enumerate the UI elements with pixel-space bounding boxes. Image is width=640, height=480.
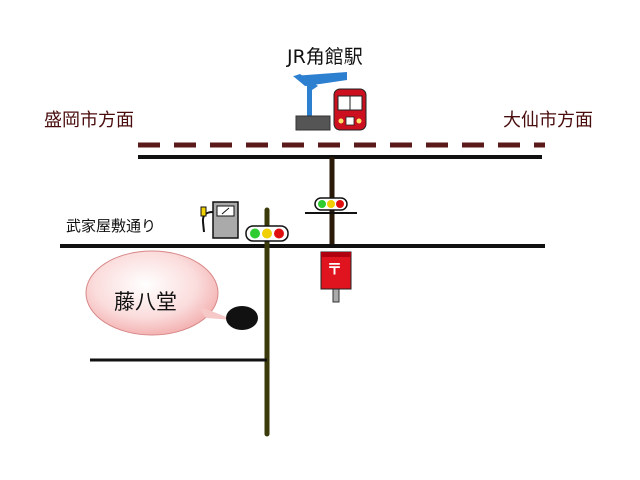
train-icon (333, 88, 367, 131)
direction-right-label: 大仙市方面 (503, 110, 593, 131)
postbox-icon (320, 251, 352, 303)
direction-left-label: 盛岡市方面 (44, 110, 134, 131)
station-icon (293, 72, 347, 131)
gas-station-icon (200, 201, 239, 239)
destination-label: 藤八堂 (114, 290, 177, 314)
station-label: JR角館駅 (287, 46, 363, 68)
traffic-light-icon (305, 197, 357, 214)
postbox-mark: 〒 (327, 260, 343, 278)
destination-bubble (85, 250, 234, 336)
street-label: 武家屋敷通り (66, 217, 157, 235)
traffic-light-icon (245, 225, 289, 242)
destination-marker-icon (226, 306, 258, 330)
